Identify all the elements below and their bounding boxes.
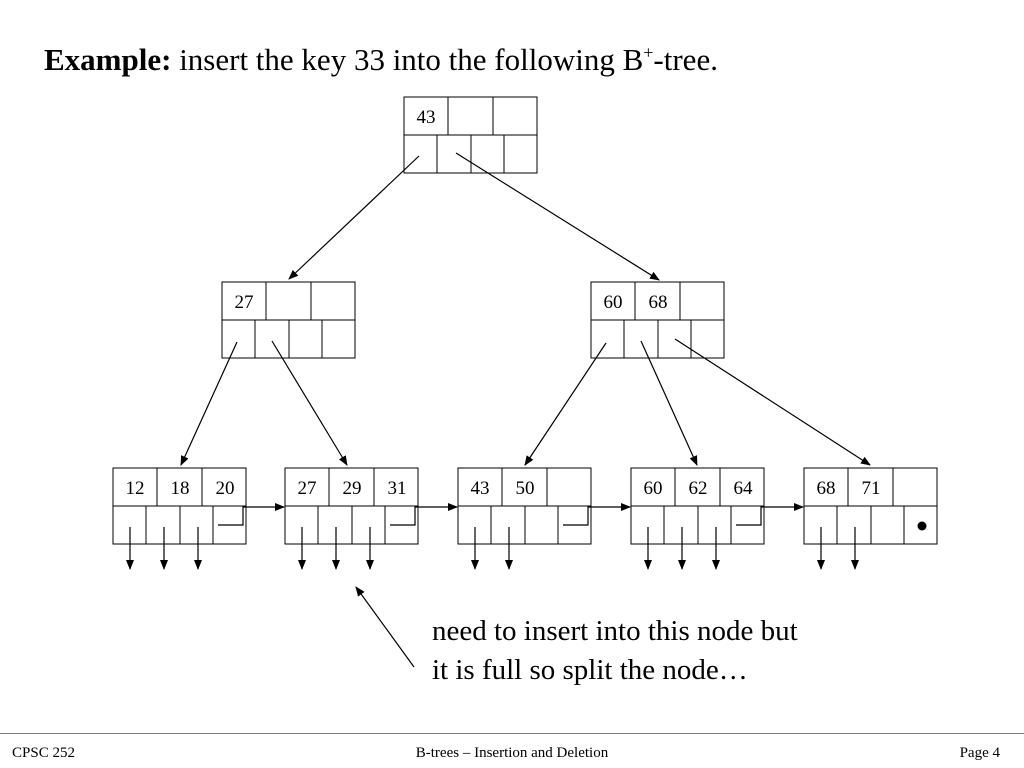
node-key: 68 (817, 478, 836, 499)
footer-topic: B-trees – Insertion and Deletion (415, 745, 609, 761)
leaf-node-1: 12 18 20 (112, 467, 247, 545)
node-key: 20 (216, 478, 235, 499)
node-key: 27 (235, 292, 254, 313)
leaf-next-link-4 (736, 503, 804, 526)
leaf-node-3: 43 50 (457, 467, 592, 545)
node-key: 68 (649, 292, 668, 313)
node-key: 71 (862, 478, 881, 499)
title-bold: Example: (44, 42, 172, 77)
edge-68-to-leaf-5 (674, 338, 871, 466)
node-key: 43 (471, 478, 490, 499)
edge-60-to-leaf-3 (524, 342, 607, 466)
leaf-node-4: 60 62 64 (630, 467, 765, 545)
slide-title: Example: insert the key 33 into the foll… (44, 40, 718, 80)
annotation-arrow (355, 586, 415, 668)
edge-27-to-leaf-2 (271, 340, 348, 466)
bplus-tree-diagram: 43 27 60 68 12 18 20 27 29 31 43 50 60 62 64 68 71 (112, 96, 938, 668)
node-key: 12 (126, 478, 145, 499)
leaf-node-2: 27 29 31 (284, 467, 419, 545)
node-key: 60 (644, 478, 663, 499)
footer-divider (0, 733, 1024, 734)
null-pointer-dot (917, 521, 927, 531)
internal-node-left: 27 (221, 281, 356, 359)
edge-root-to-right (455, 152, 660, 281)
title-superscript: + (643, 42, 654, 63)
node-key: 27 (298, 478, 317, 499)
leaf-next-link-1 (218, 503, 285, 526)
node-key: 29 (343, 478, 362, 499)
edge-60-to-leaf-4 (640, 340, 698, 466)
node-key: 31 (388, 478, 407, 499)
leaf-next-link-2 (390, 503, 458, 526)
node-key: 18 (171, 478, 190, 499)
node-key: 60 (604, 292, 623, 313)
leaf-node-5: 68 71 (803, 467, 938, 545)
footer-course: CPSC 252 (12, 745, 75, 761)
node-key: 50 (516, 478, 535, 499)
footer-page-number: Page 4 (959, 745, 1000, 761)
edge-27-to-leaf-1 (180, 341, 238, 466)
internal-node-right: 60 68 (590, 281, 725, 359)
edge-root-to-left (288, 155, 420, 280)
title-text: insert the key 33 into the following B (171, 42, 644, 77)
node-key: 43 (417, 107, 436, 128)
node-key: 62 (689, 478, 708, 499)
annotation-note: need to insert into this node but it is … (432, 615, 798, 686)
root-node: 43 (403, 96, 538, 174)
leaf-next-link-3 (563, 503, 631, 526)
node-key: 64 (734, 478, 754, 499)
title-suffix: -tree. (653, 42, 718, 77)
